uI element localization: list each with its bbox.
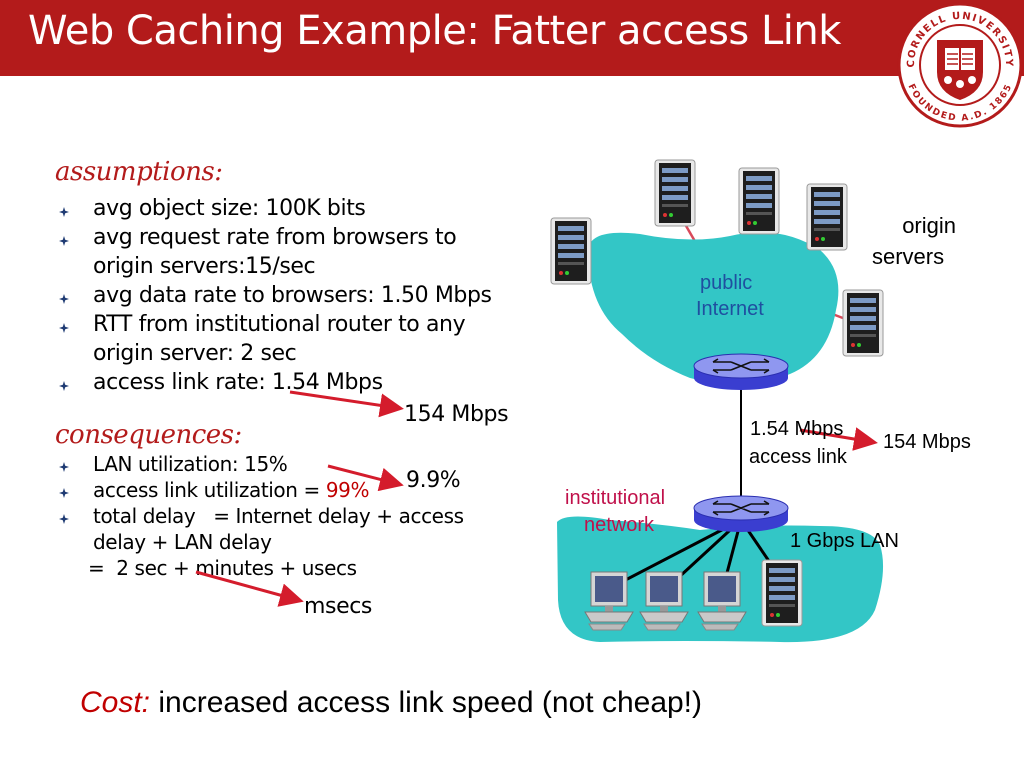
consequence-item-continued: delay + LAN delay <box>93 530 272 554</box>
internet-router-icon <box>693 353 789 391</box>
consequences-heading: consequences: <box>55 420 242 450</box>
access-link-arrow <box>799 427 878 451</box>
internet-label: Internet <box>696 298 764 320</box>
pc-icon <box>639 571 689 631</box>
lan-speed-label: 1 Gbps LAN <box>790 530 899 552</box>
public-internet-cloud <box>588 232 839 385</box>
cost-label: Cost: <box>80 686 151 719</box>
diamond-bullet-icon <box>59 488 69 498</box>
new-access-link-rate: 154 Mbps <box>883 431 971 453</box>
public-label: public <box>700 272 753 294</box>
servers-label: servers <box>872 244 945 269</box>
network-label: network <box>584 514 655 536</box>
origin-label: origin <box>902 213 956 238</box>
diamond-bullet-icon <box>59 323 69 333</box>
assumption-item: avg request rate from browsers to <box>93 225 457 250</box>
title-bar: Web Caching Example: Fatter access Link <box>0 0 1024 76</box>
diamond-bullet-icon <box>59 207 69 217</box>
origin-server-icon <box>738 167 780 235</box>
consequence-item: LAN utilization: 15% <box>93 452 288 476</box>
assumption-item: avg object size: 100K bits <box>93 196 366 221</box>
assumption-item: avg data rate to browsers: 1.50 Mbps <box>93 283 492 308</box>
institutional-label: institutional <box>565 487 666 509</box>
access-util-label: access link utilization = <box>93 478 326 502</box>
access-link-rate-label: 1.54 Mbps <box>750 418 844 440</box>
origin-server-icon <box>654 159 696 227</box>
cost-line: Cost: increased access link speed (not c… <box>80 686 702 720</box>
origin-server-icon <box>842 289 884 357</box>
cost-text: increased access link speed (not cheap!) <box>158 686 703 719</box>
diamond-bullet-icon <box>59 514 69 524</box>
pc-icon <box>697 571 747 631</box>
lan-server-icon <box>761 559 803 627</box>
diamond-bullet-icon <box>59 236 69 246</box>
institutional-router-icon <box>693 495 789 533</box>
assumption-item: RTT from institutional router to any <box>93 312 466 337</box>
diamond-bullet-icon <box>59 294 69 304</box>
slide-title: Web Caching Example: Fatter access Link <box>28 8 841 54</box>
delay-annotation: msecs <box>304 594 372 619</box>
new-link-rate-annotation: 154 Mbps <box>404 402 509 427</box>
consequence-item: total delay = Internet delay + access <box>93 504 464 528</box>
access-util-annotation: 9.9% <box>406 468 461 493</box>
access-link-label: access link <box>749 446 847 468</box>
origin-server-icon <box>550 217 592 285</box>
assumption-item-continued: origin servers:15/sec <box>93 254 316 279</box>
cornell-seal-logo: CORNELL UNIVERSITY FOUNDED A.D. 1865 <box>897 2 1023 128</box>
assumption-item-continued: origin server: 2 sec <box>93 341 297 366</box>
assumptions-heading: assumptions: <box>55 157 223 187</box>
origin-server-icon <box>806 183 848 251</box>
diamond-bullet-icon <box>59 381 69 391</box>
pc-icon <box>584 571 634 631</box>
diamond-bullet-icon <box>59 462 69 472</box>
